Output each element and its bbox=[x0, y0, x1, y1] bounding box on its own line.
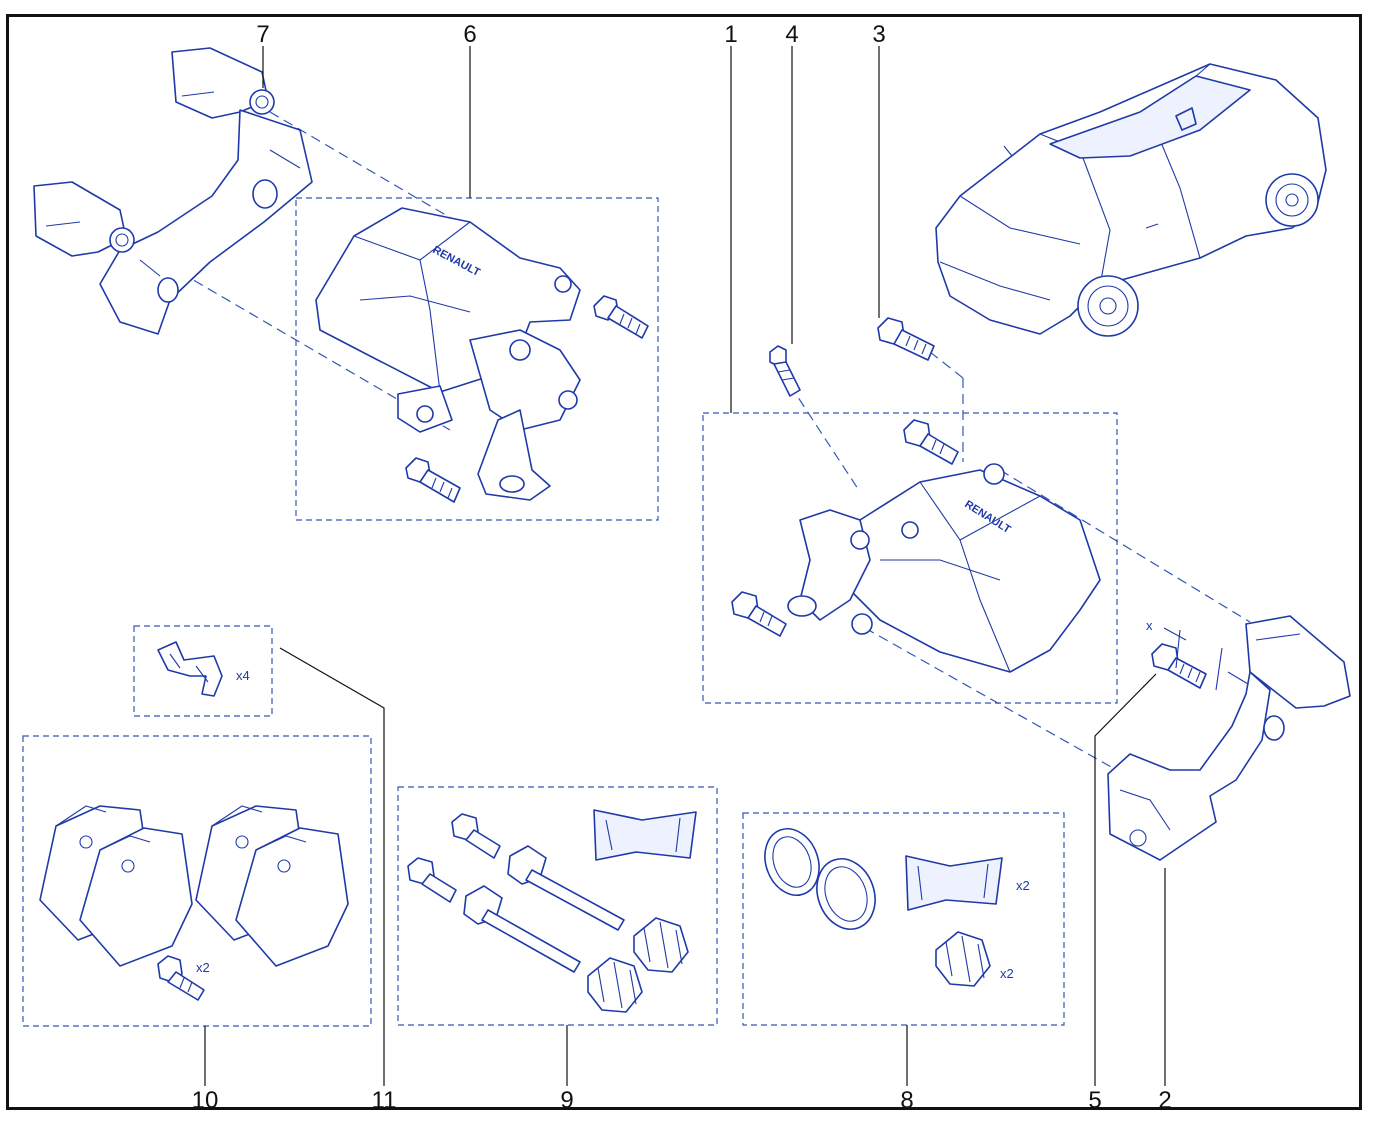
callout-number-2: 2 bbox=[1158, 1087, 1171, 1114]
brake-caliper-6: RENAULT bbox=[315, 207, 581, 501]
box-slide-kit-9 bbox=[397, 786, 718, 1026]
car-illustration bbox=[935, 63, 1327, 337]
bolt-5: x bbox=[1146, 618, 1249, 691]
caliper-bolt bbox=[593, 295, 649, 339]
leader-line-11 bbox=[279, 647, 385, 1086]
callout-number-11: 11 bbox=[372, 1087, 397, 1114]
callout-number-4: 4 bbox=[785, 21, 798, 48]
alignment-line bbox=[864, 627, 1121, 773]
callout-number-3: 3 bbox=[872, 21, 885, 48]
alignment-line bbox=[789, 384, 861, 493]
box-caliper-6 bbox=[295, 197, 659, 521]
brake-caliper-1: RENAULT bbox=[787, 463, 1101, 673]
leader-line-5 bbox=[1094, 673, 1157, 1086]
pad-bolts-quantity: x2 bbox=[196, 960, 210, 975]
dimension-mark: x bbox=[1146, 618, 1153, 633]
bleed-screw-4 bbox=[769, 345, 801, 397]
callout-number-8: 8 bbox=[900, 1087, 913, 1114]
guide-pin-kit-9 bbox=[407, 809, 697, 1013]
clips-quantity: x4 bbox=[236, 668, 250, 683]
caliper-bolt bbox=[405, 457, 461, 503]
caliper-carrier-bracket-7 bbox=[33, 47, 313, 335]
callout-number-5: 5 bbox=[1088, 1087, 1101, 1114]
callout-number-7: 7 bbox=[256, 21, 269, 48]
seal-grease-quantity: x2 bbox=[1016, 878, 1030, 893]
box-seal-kit-8 bbox=[742, 812, 1065, 1026]
box-caliper-1 bbox=[702, 412, 1118, 704]
pad-clip-11 bbox=[157, 641, 223, 697]
caliper-bolt bbox=[731, 591, 787, 637]
seal-kit-8 bbox=[764, 828, 1003, 987]
caliper-carrier-bracket-2 bbox=[1107, 615, 1351, 861]
alignment-line bbox=[124, 239, 451, 431]
brake-pad-set-10 bbox=[39, 805, 349, 967]
box-clips-11 bbox=[133, 625, 273, 717]
callout-number-10: 10 bbox=[192, 1087, 219, 1114]
callout-number-9: 9 bbox=[560, 1087, 573, 1114]
pad-bolt bbox=[157, 955, 205, 1001]
alignment-line bbox=[999, 469, 1251, 623]
caliper-bolt bbox=[903, 419, 959, 465]
bolt-3 bbox=[877, 317, 935, 361]
diagram-frame bbox=[6, 14, 1362, 1110]
seal-boots-quantity: x2 bbox=[1000, 966, 1014, 981]
box-pads-10 bbox=[22, 735, 372, 1027]
alignment-line bbox=[929, 351, 964, 379]
callout-number-6: 6 bbox=[463, 21, 476, 48]
callout-number-1: 1 bbox=[724, 21, 737, 48]
